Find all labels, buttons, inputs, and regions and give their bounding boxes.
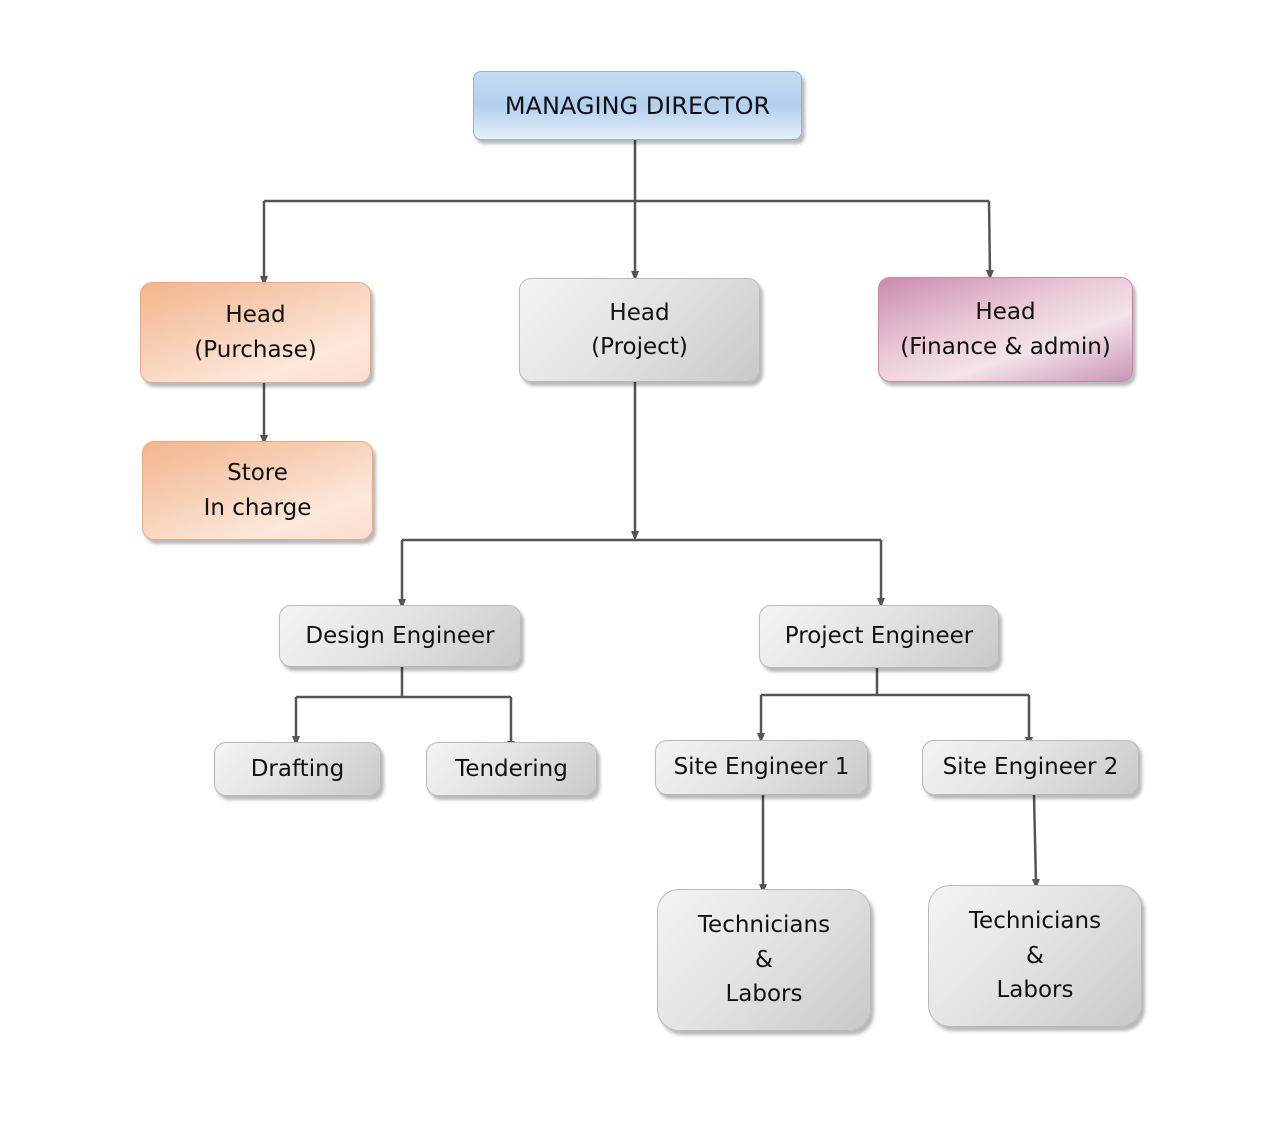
store-in-charge-box: Store In charge — [142, 441, 373, 540]
design-engineer-box: Design Engineer — [279, 605, 521, 667]
site-engineer-1-box: Site Engineer 1 — [655, 740, 868, 795]
tendering-box: Tendering — [426, 742, 597, 796]
technicians-labors-1-box: Technicians & Labors — [657, 889, 871, 1031]
technicians-labors-2-box: Technicians & Labors — [928, 885, 1142, 1027]
connector-to-finance — [985, 200, 994, 280]
connector-site2-tech — [1031, 794, 1040, 889]
managing-director-box: MANAGING DIRECTOR — [473, 71, 802, 140]
drafting-box: Drafting — [214, 742, 381, 796]
head-finance-box: Head (Finance & admin) — [878, 277, 1133, 382]
head-purchase-box: Head (Purchase) — [140, 282, 371, 383]
head-project-box: Head (Project) — [519, 278, 760, 382]
site-engineer-2-box: Site Engineer 2 — [922, 740, 1139, 795]
project-engineer-box: Project Engineer — [759, 605, 999, 668]
